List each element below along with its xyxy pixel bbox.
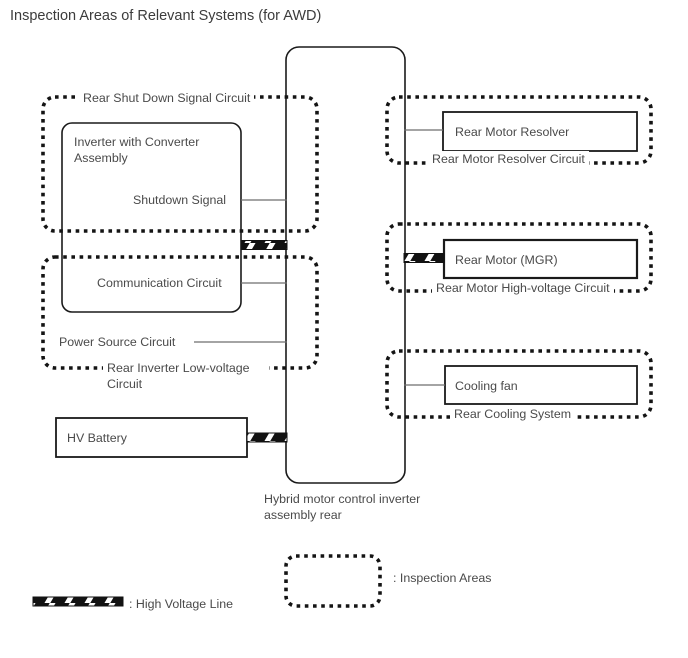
power-source-circuit-label: Power Source Circuit <box>59 335 176 349</box>
page-title: Inspection Areas of Relevant Systems (fo… <box>10 8 322 24</box>
inverter-converter-box <box>61 122 242 313</box>
legend-high-voltage-label: : High Voltage Line <box>129 597 234 611</box>
cooling-area-label: Rear Cooling System <box>450 406 576 423</box>
low-voltage-area-outline <box>41 255 319 370</box>
cooling-area-outline <box>385 349 653 419</box>
resolver-area-outline <box>385 95 653 165</box>
motor-area-outline <box>385 222 653 293</box>
rear-motor-mgr-box <box>442 238 639 280</box>
motor-area-label: Rear Motor High-voltage Circuit <box>432 280 614 297</box>
low-voltage-area-label: Rear Inverter Low-voltage Circuit <box>103 360 269 393</box>
communication-circuit-label: Communication Circuit <box>97 276 222 290</box>
hv-battery-box <box>55 417 248 458</box>
cooling-fan-box <box>444 365 638 405</box>
hv-battery-label: HV Battery <box>67 431 127 445</box>
legend-inspection-label: : Inspection Areas <box>393 571 492 585</box>
central-unit-label: Hybrid motor control inverter assembly r… <box>264 492 421 523</box>
inverter-converter-label: Inverter with Converter Assembly <box>74 135 200 166</box>
rear-motor-resolver-label: Rear Motor Resolver <box>455 125 570 139</box>
motor-hv-line <box>403 253 445 263</box>
legend-hv-line <box>32 596 124 607</box>
inverter-hv-line <box>241 240 288 250</box>
cooling-fan-label: Cooling fan <box>455 379 518 393</box>
central-unit-box <box>285 46 406 484</box>
rear-motor-mgr-label: Rear Motor (MGR) <box>455 253 558 267</box>
shutdown-area-label: Rear Shut Down Signal Circuit <box>79 90 255 107</box>
rear-motor-resolver-box <box>442 111 638 152</box>
resolver-area-label: Rear Motor Resolver Circuit <box>428 151 589 168</box>
shutdown-signal-label: Shutdown Signal <box>133 193 226 207</box>
battery-hv-line <box>246 432 288 443</box>
legend-inspection-outline <box>284 554 382 608</box>
